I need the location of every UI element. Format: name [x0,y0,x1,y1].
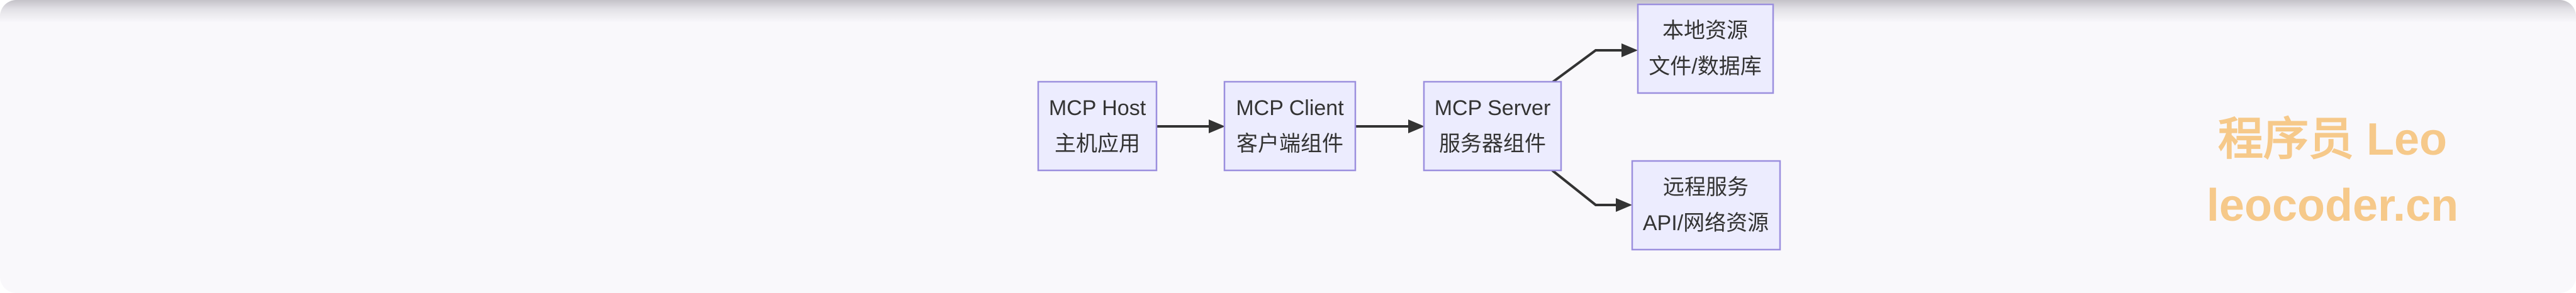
node-title: MCP Client [1236,96,1344,120]
watermark-site: leocoder.cn [2206,180,2459,231]
arrowhead-client [1209,119,1225,133]
edge-server-local [1551,49,1624,84]
edge-server-remote [1551,169,1618,206]
node-mcp-client: MCP Client 客户端组件 [1223,80,1357,172]
arrowhead-remote [1616,198,1632,212]
node-subtitle: API/网络资源 [1643,211,1769,235]
arrowhead-server [1408,119,1425,133]
node-subtitle: 主机应用 [1055,132,1140,156]
node-title: 远程服务 [1663,175,1749,199]
node-remote-service: 远程服务 API/网络资源 [1631,160,1781,251]
node-box [1037,80,1158,172]
edges [1156,43,1638,212]
node-title: MCP Host [1049,96,1146,120]
node-box [1423,80,1562,172]
node-subtitle: 文件/数据库 [1649,55,1761,79]
arrowhead-local [1621,43,1638,57]
watermark-author: 程序员 Leo [2217,114,2447,165]
node-mcp-server: MCP Server 服务器组件 [1423,80,1562,172]
node-subtitle: 服务器组件 [1439,132,1546,156]
node-box [1637,3,1774,94]
node-box [1223,80,1357,172]
node-title: MCP Server [1435,96,1551,120]
top-shadow [0,0,2576,23]
node-subtitle: 客户端组件 [1236,132,1343,156]
node-local-resource: 本地资源 文件/数据库 [1637,3,1774,94]
node-mcp-host: MCP Host 主机应用 [1037,80,1158,172]
node-box [1631,160,1781,251]
node-title: 本地资源 [1662,19,1748,43]
